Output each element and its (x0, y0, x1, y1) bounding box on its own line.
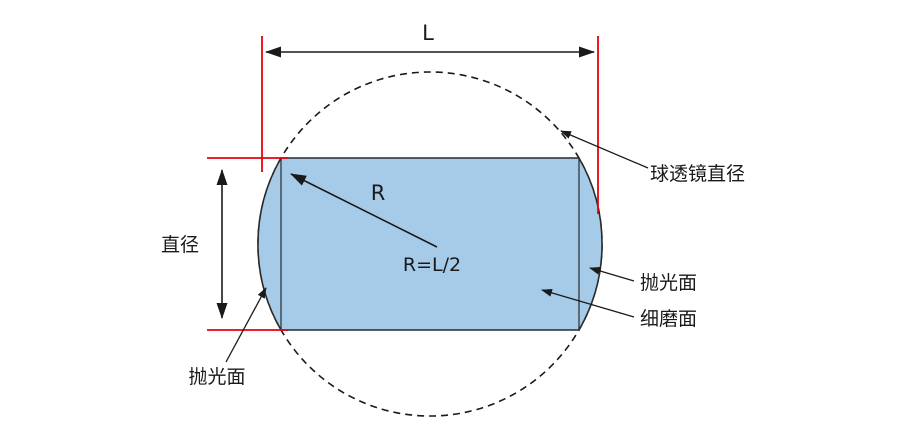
polished-surface-left-label: 抛光面 (188, 366, 245, 388)
radius-label: R (371, 181, 386, 205)
ball-lens-diameter-label: 球透镜直径 (650, 163, 745, 185)
length-label: L (422, 21, 434, 45)
radius-arrow (290, 173, 438, 248)
polished-surface-right-leader-arrow (589, 266, 635, 282)
diameter-label: 直径 (161, 234, 199, 256)
polished-surface-right-label: 抛光面 (640, 272, 697, 294)
fine-ground-surface-label: 细磨面 (640, 308, 697, 330)
fine-ground-leader-arrow (541, 288, 635, 318)
polished-surface-left-leader-arrow (225, 287, 267, 363)
radius-formula-label: R=L/2 (403, 254, 461, 276)
ball-diameter-leader-arrow (560, 130, 649, 169)
